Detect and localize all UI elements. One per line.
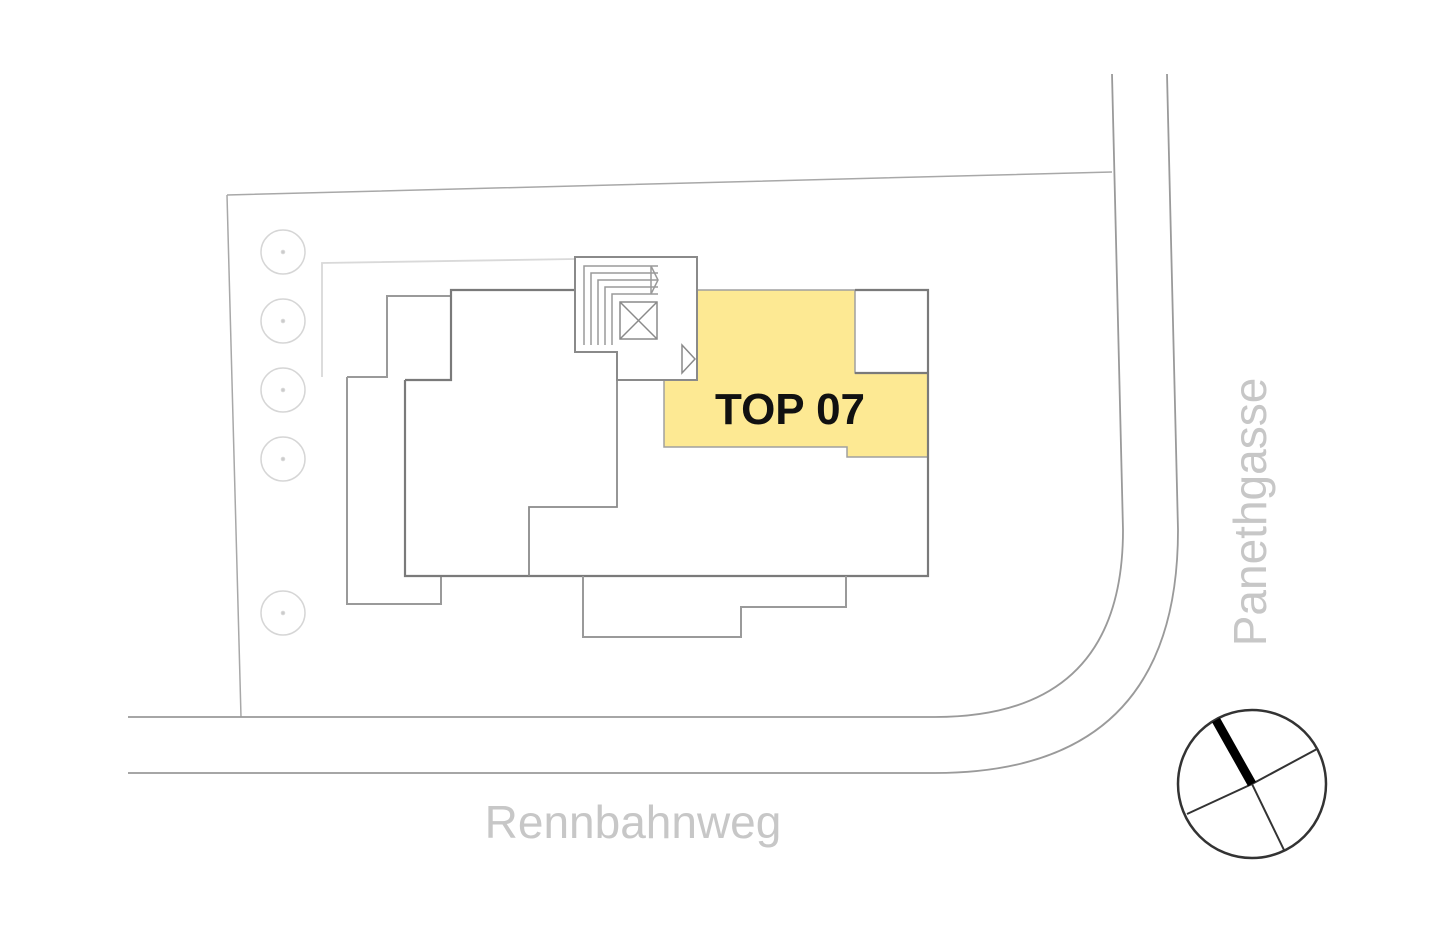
unit-label: TOP 07 [715, 385, 865, 434]
plot-boundary [226, 171, 1113, 718]
balcony-outline [582, 576, 847, 638]
lower-floor-outline-left [346, 377, 442, 605]
door-arrow-icon [681, 343, 697, 375]
compass-icon [1176, 708, 1328, 860]
street-edge-inner [128, 73, 1124, 718]
main-building-outline [403, 288, 930, 578]
interior-walls [528, 352, 618, 576]
stairs-icon [583, 265, 659, 345]
elevator-icon [619, 301, 658, 340]
lower-floor-outline [347, 289, 575, 378]
street-edge-outer [128, 73, 1179, 774]
terrace-outline [321, 258, 576, 377]
street-label-vertical: Panethgasse [1224, 378, 1276, 647]
street-label-horizontal: Rennbahnweg [485, 796, 782, 848]
tree-icon [260, 229, 306, 636]
